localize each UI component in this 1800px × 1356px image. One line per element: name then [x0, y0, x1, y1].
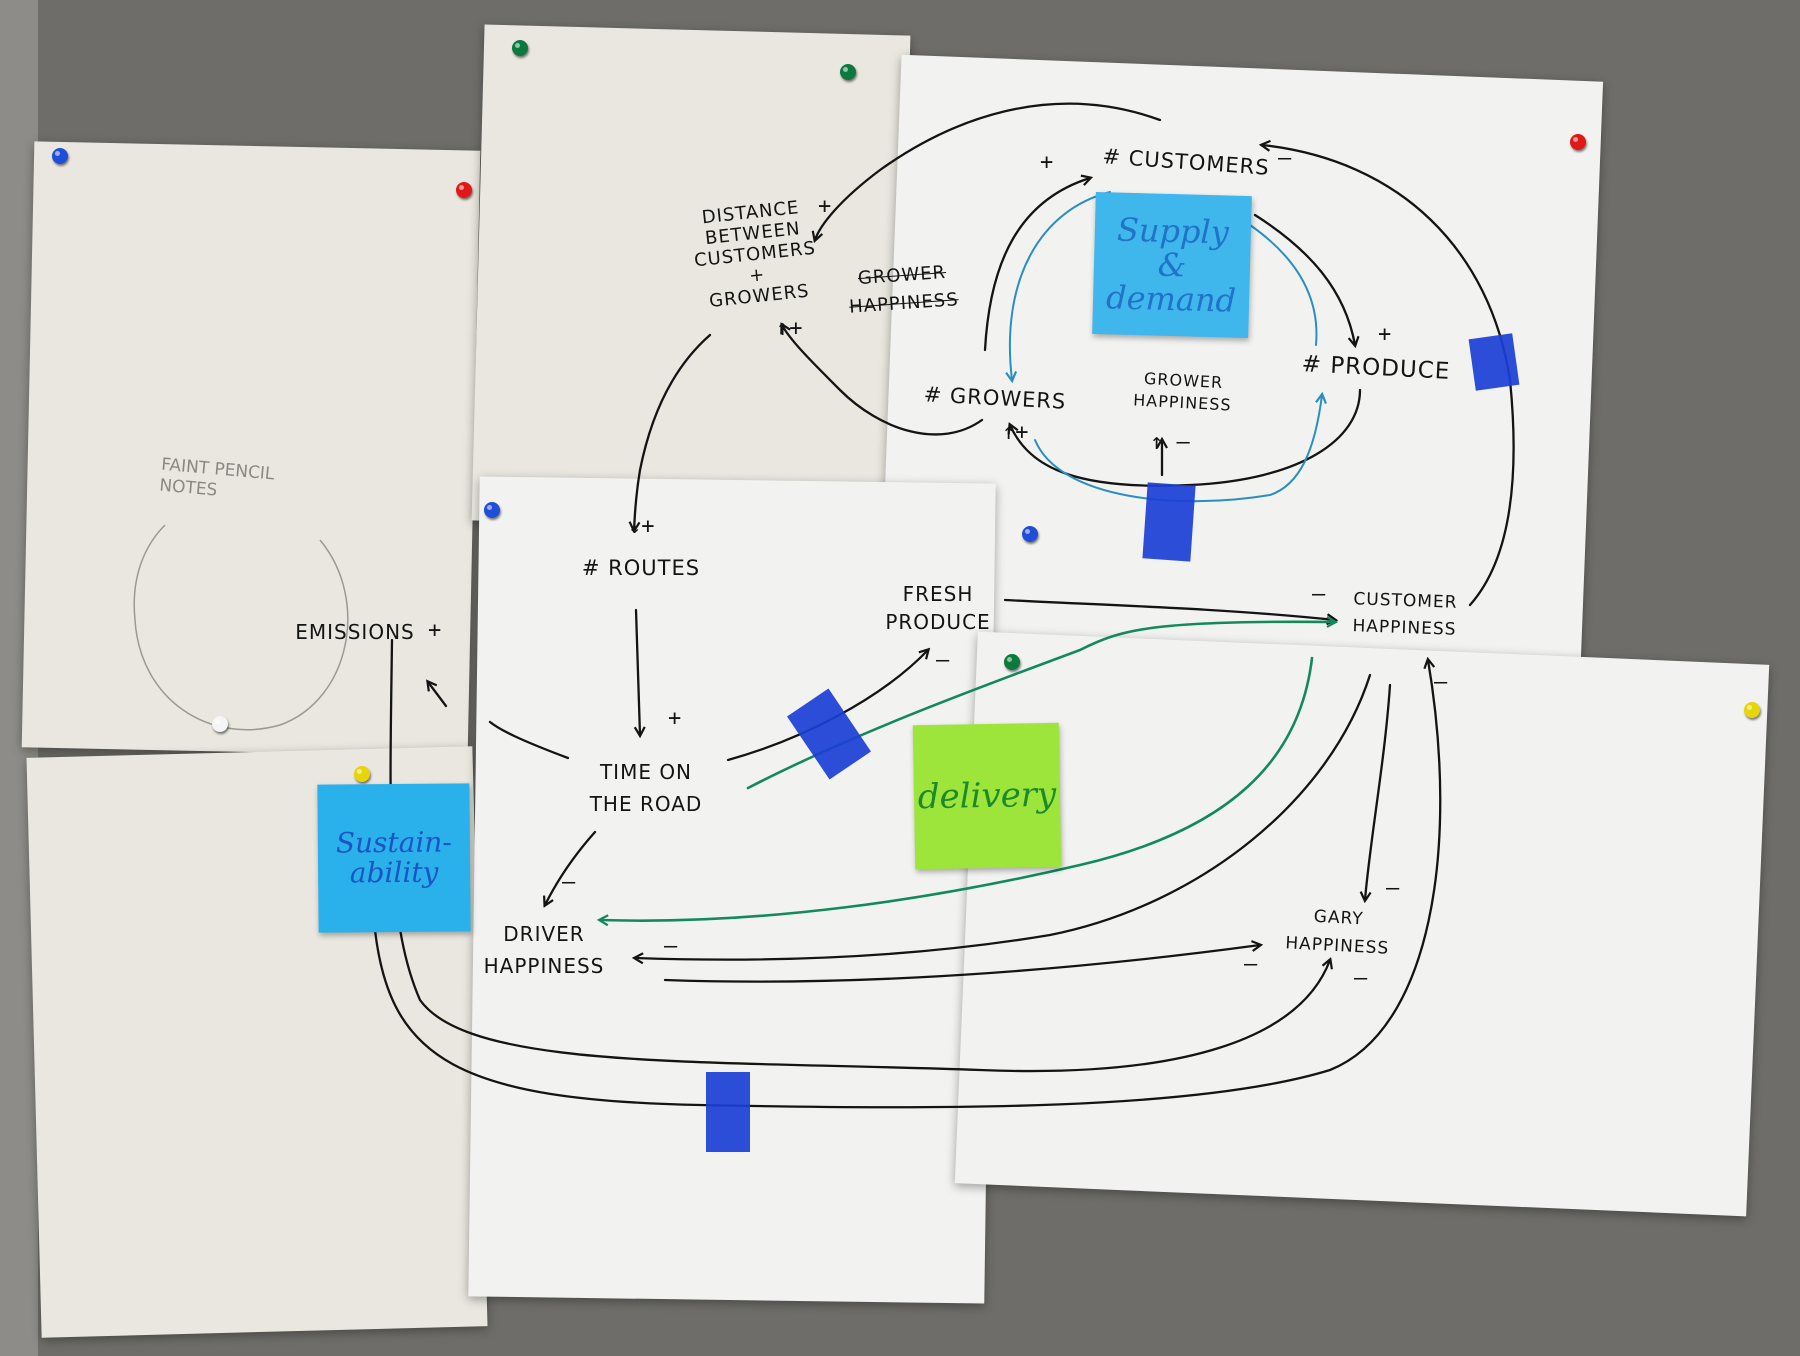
blue-loop-left	[1010, 191, 1111, 380]
node-routes: # ROUTES	[581, 556, 701, 580]
tape-right-edge	[1468, 333, 1520, 391]
pin-yellow	[1744, 702, 1760, 718]
sign-driver-minus: –	[562, 870, 576, 895]
sticky-delivery-text: delivery	[917, 774, 1057, 818]
node-fresh-produce: FRESH PRODUCE	[885, 582, 991, 634]
arrow-gary-to-customer	[373, 660, 1442, 1109]
sign-produce-plus: +	[1378, 322, 1392, 347]
node-grower-happiness-struck: GROWER HAPPINESS	[848, 261, 960, 318]
sign-routes-down-plus: ↓+	[628, 514, 655, 539]
sign-customer-bottom-minus: –	[1434, 670, 1448, 695]
sign-gary-bottom-minus: –	[1354, 966, 1368, 991]
arrow-distance-to-routes	[634, 333, 712, 530]
node-customer-happiness: CUSTOMER HAPPINESS	[1352, 589, 1458, 640]
arrow-customers-to-produce	[1253, 213, 1355, 345]
arrow-routes-to-time	[636, 608, 640, 735]
node-grower-happiness: GROWER HAPPINESS	[1132, 368, 1233, 415]
arrow-customer-to-gary	[1365, 683, 1392, 900]
arrow-driver-to-gary	[663, 945, 1260, 983]
arrow-time-to-driver	[545, 830, 597, 905]
arrow-time-to-emissions	[488, 720, 570, 760]
sticky-delivery: delivery	[912, 722, 1062, 870]
green-arrow-to-driver	[600, 656, 1314, 921]
faint-pencil-loop	[133, 524, 349, 731]
sticky-sustainability-text: Sustain- ability	[335, 825, 452, 890]
pin-blue	[484, 502, 500, 518]
sign-distance-arrow-plus: ↑+	[776, 316, 803, 341]
sign-time-plus: +	[668, 706, 682, 731]
sign-gary-top-minus: –	[1386, 876, 1400, 901]
sign-fresh-minus: –	[936, 648, 950, 673]
sign-gary-left-minus: –	[1244, 952, 1258, 977]
sticky-sustainability: Sustain- ability	[317, 783, 471, 933]
sign-distance-plus: +	[818, 194, 832, 219]
sticky-supply-demand: Supply & demand	[1092, 191, 1252, 339]
pin-blue	[52, 148, 68, 164]
pin-yellow	[354, 766, 370, 782]
pin-red	[1570, 134, 1586, 150]
pin-green	[512, 40, 528, 56]
sign-customers-plus: +	[1040, 150, 1054, 175]
arrow-up-emissions	[428, 682, 448, 708]
pin-white	[212, 716, 228, 732]
pin-red	[456, 182, 472, 198]
arrow-customer-to-driver	[635, 673, 1372, 960]
sticky-supply-demand-text: Supply & demand	[1105, 210, 1237, 320]
blue-loop-right	[1249, 224, 1318, 346]
node-driver-happiness: DRIVER HAPPINESS	[483, 922, 605, 978]
node-emissions: EMISSIONS	[295, 620, 415, 644]
pin-green	[840, 64, 856, 80]
pin-blue	[1022, 526, 1038, 542]
arrow-emissions-to-gary	[389, 638, 1330, 1073]
sign-grower-happiness-arrow-minus: ↑ –	[1150, 430, 1190, 455]
arrow-fresh-to-customer	[1003, 598, 1335, 620]
arrow-growers-to-distance	[782, 325, 984, 436]
node-gary-happiness: GARY HAPPINESS	[1284, 906, 1390, 959]
tape-growers-bottom	[1142, 482, 1196, 562]
node-distance: DISTANCE BETWEEN CUSTOMERS + GROWERS	[693, 197, 817, 312]
sign-growers-arrow-plus: ↑+	[1002, 420, 1029, 445]
tape-bottom	[706, 1072, 750, 1152]
arrow-growers-to-customers	[983, 178, 1090, 352]
sign-emissions-plus: +	[428, 618, 442, 643]
sign-customers-minus: –	[1278, 146, 1292, 171]
arrow-customers-to-distance	[815, 102, 1162, 240]
sign-driver-right-minus: –	[664, 934, 678, 959]
pin-green	[1004, 654, 1020, 670]
blue-loop-bottom	[1034, 395, 1322, 503]
sign-customer-minus: –	[1312, 582, 1326, 607]
node-time-on-road: TIME ON THE ROAD	[589, 760, 703, 816]
